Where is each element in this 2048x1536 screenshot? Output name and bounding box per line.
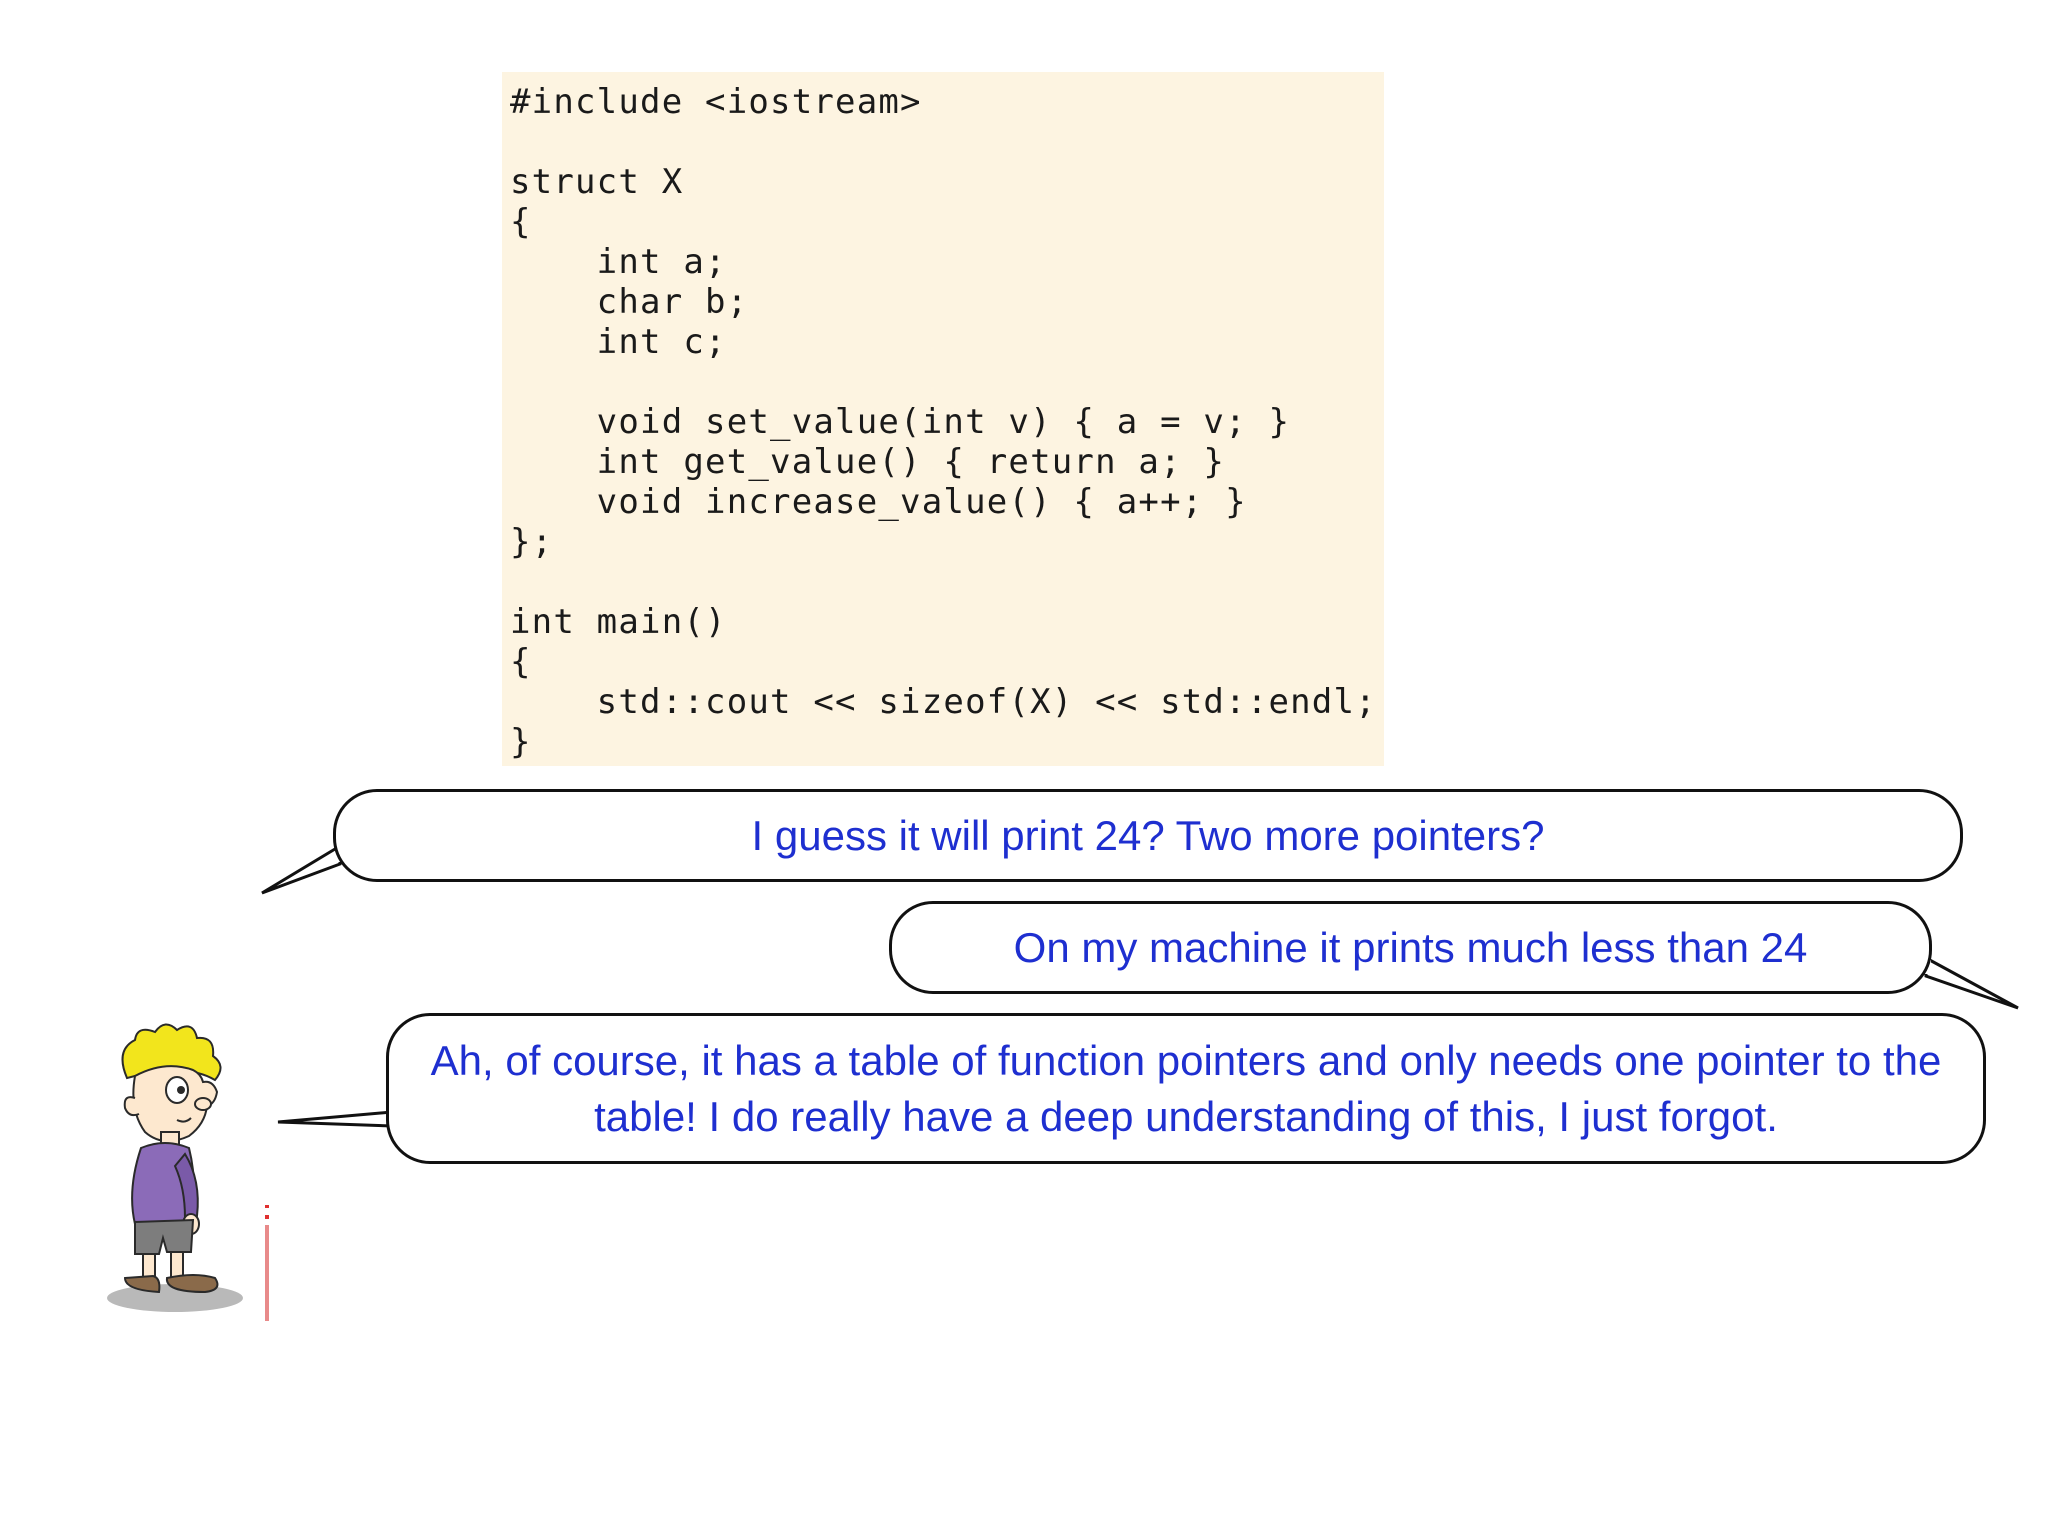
bubble3-tail [277,1110,394,1128]
speech-bubble-3-text: Ah, of course, it has a table of functio… [430,1036,1942,1140]
code-block: #include <iostream> struct X { int a; ch… [502,72,1384,766]
speech-bubble-2: On my machine it prints much less than 2… [889,901,1932,994]
cartoon-boy-icon [107,1023,243,1312]
speech-bubble-1-text: I guess it will print 24? Two more point… [751,811,1545,859]
speech-bubble-3: Ah, of course, it has a table of functio… [386,1013,1986,1164]
bubble1-tail [261,843,342,895]
credit-watermark [265,1205,269,1321]
code-text: #include <iostream> struct X { int a; ch… [510,82,1377,762]
speech-bubble-2-text: On my machine it prints much less than 2… [1013,923,1808,971]
bubble2-tail [1924,955,2019,1010]
speech-bubble-1: I guess it will print 24? Two more point… [333,789,1963,882]
